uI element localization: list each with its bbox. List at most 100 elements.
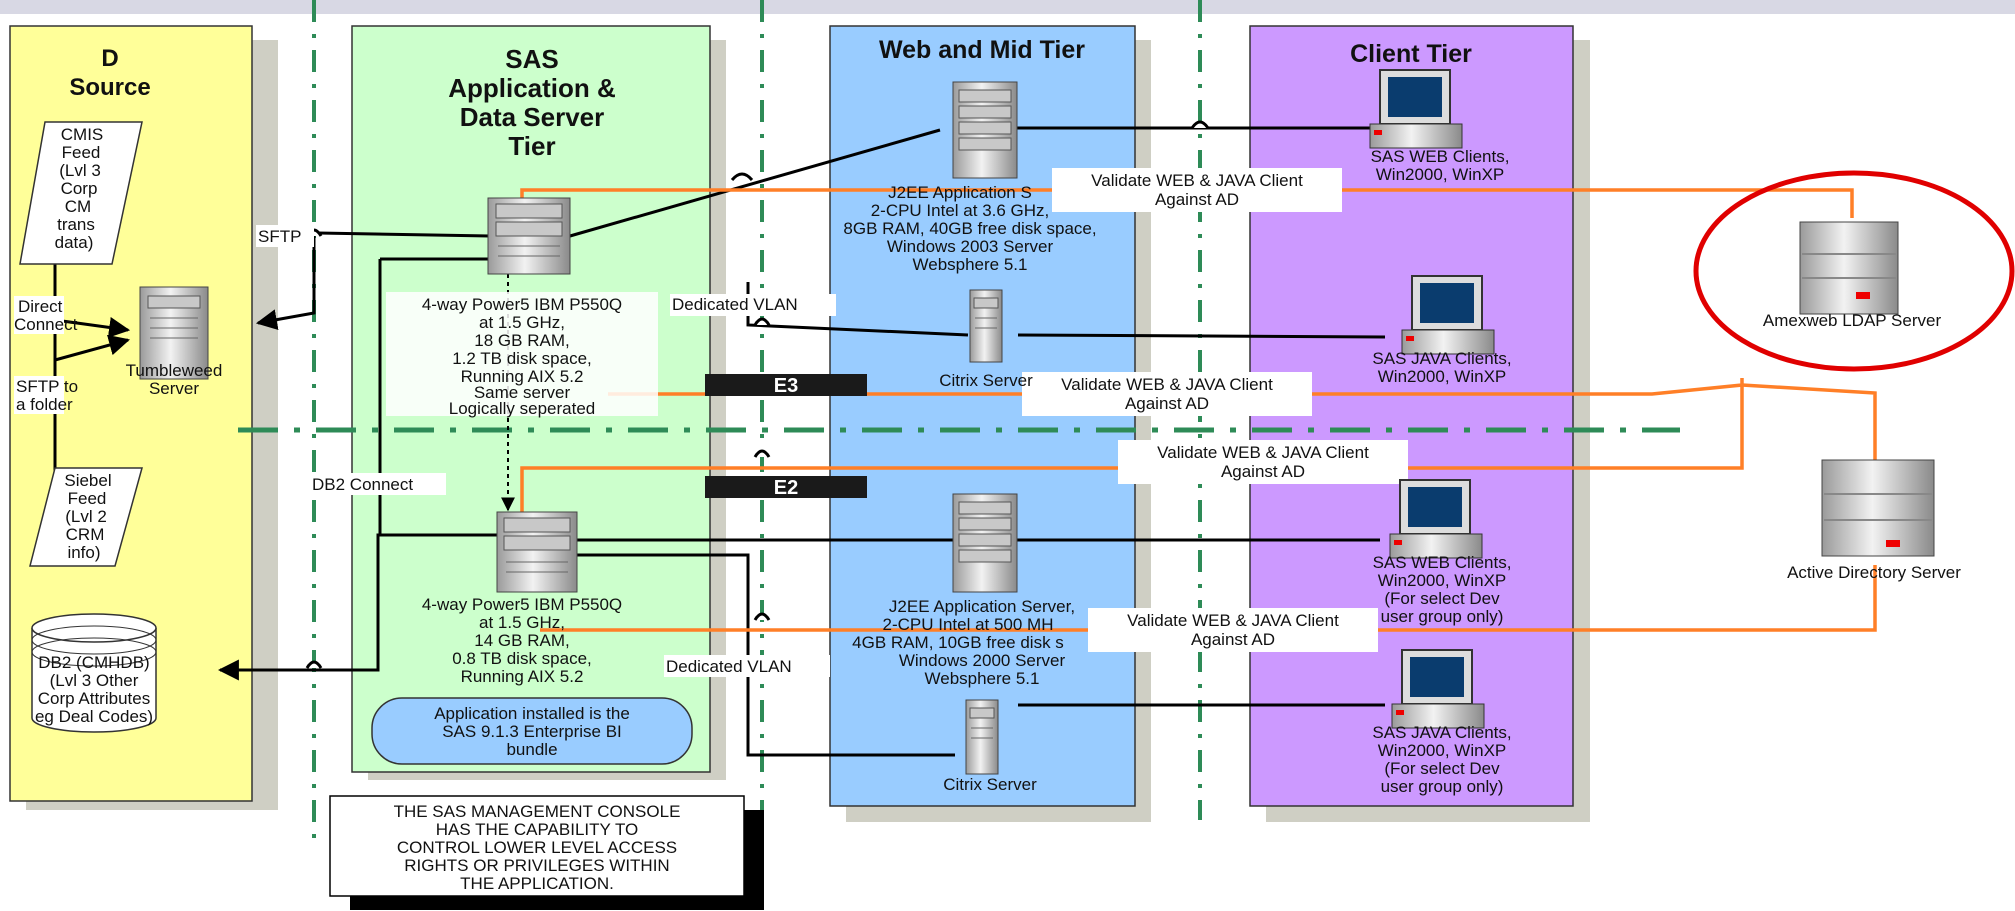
svg-text:14 GB RAM,: 14 GB RAM, (474, 631, 569, 650)
dedicated-vlan-e3: Dedicated VLAN (672, 295, 798, 314)
e2-java-client-icon (1391, 649, 1485, 729)
svg-text:trans: trans (57, 215, 95, 234)
environment-labels: E3 E2 (705, 374, 867, 499)
svg-text:(Lvl 2: (Lvl 2 (65, 507, 107, 526)
svg-text:a folder: a folder (16, 395, 73, 414)
svg-text:0.8 TB disk space,: 0.8 TB disk space, (452, 649, 592, 668)
svg-text:Against AD: Against AD (1155, 190, 1239, 209)
e2-citrix-server-icon (965, 699, 999, 775)
svg-text:Against AD: Against AD (1191, 630, 1275, 649)
svg-text:(Lvl 3 Other: (Lvl 3 Other (50, 671, 139, 690)
data-source-title-1: D (101, 45, 118, 72)
svg-text:J2EE Application Server,: J2EE Application Server, (889, 597, 1075, 616)
svg-text:4-way Power5 IBM P550Q: 4-way Power5 IBM P550Q (422, 595, 622, 614)
svg-text:Win2000, WinXP: Win2000, WinXP (1376, 165, 1505, 184)
e3-j2ee-server-icon (952, 81, 1018, 179)
svg-text:2-CPU Intel at 3.6 GHz,: 2-CPU Intel at 3.6 GHz, (871, 201, 1050, 220)
svg-text:4GB RAM, 10GB free disk s: 4GB RAM, 10GB free disk s (852, 633, 1064, 652)
e3-citrix-server-icon (969, 289, 1003, 363)
active-directory-label: Active Directory Server (1787, 563, 1961, 582)
svg-text:Siebel: Siebel (64, 471, 111, 490)
svg-text:Running AIX 5.2: Running AIX 5.2 (461, 367, 584, 386)
svg-text:(Lvl 3: (Lvl 3 (59, 161, 101, 180)
validation-labels: Validate WEB & JAVA Client Against AD Va… (1022, 168, 1408, 652)
svg-text:Validate WEB & JAVA Client: Validate WEB & JAVA Client (1127, 611, 1339, 630)
svg-text:Win2000, WinXP: Win2000, WinXP (1378, 741, 1507, 760)
svg-text:8GB RAM, 40GB free disk space,: 8GB RAM, 40GB free disk space, (843, 219, 1096, 238)
svg-text:at 1.5 GHz,: at 1.5 GHz, (479, 313, 565, 332)
svg-text:RIGHTS OR PRIVILEGES WITHIN: RIGHTS OR PRIVILEGES WITHIN (404, 856, 669, 875)
ldap-server-label: Amexweb LDAP Server (1763, 311, 1942, 330)
svg-text:data): data) (55, 233, 94, 252)
web-mid-title: Web and Mid Tier (879, 36, 1085, 64)
sas-e2-server-icon (496, 511, 578, 593)
management-console-note: THE SAS MANAGEMENT CONSOLE HAS THE CAPAB… (329, 795, 764, 910)
svg-text:info): info) (67, 543, 100, 562)
client-title: Client Tier (1350, 40, 1472, 68)
svg-text:SAS 9.1.3 Enterprise BI: SAS 9.1.3 Enterprise BI (442, 722, 622, 741)
svg-text:Running AIX 5.2: Running AIX 5.2 (461, 667, 584, 686)
svg-text:Websphere 5.1: Websphere 5.1 (913, 255, 1028, 274)
svg-text:Connect: Connect (14, 315, 78, 334)
svg-text:THE APPLICATION.: THE APPLICATION. (460, 874, 614, 893)
svg-text:SAS WEB Clients,: SAS WEB Clients, (1373, 553, 1512, 572)
e3-web-client-icon (1369, 69, 1463, 149)
svg-text:Windows 2003 Server: Windows 2003 Server (887, 237, 1054, 256)
sas-e3-server-specs: 4-way Power5 IBM P550Q at 1.5 GHz, 18 GB… (422, 295, 622, 418)
svg-text:Against AD: Against AD (1125, 394, 1209, 413)
svg-text:Direct: Direct (18, 297, 63, 316)
svg-text:CM: CM (65, 197, 91, 216)
tumbleweed-server-icon (139, 286, 209, 380)
svg-text:E2: E2 (774, 477, 798, 499)
svg-text:Application installed is the: Application installed is the (434, 704, 630, 723)
svg-text:CRM: CRM (66, 525, 105, 544)
e2-j2ee-specs: J2EE Application Server, 2-CPU Intel at … (852, 597, 1075, 688)
tumbleweed-label-2: Server (149, 379, 199, 398)
svg-text:Source: Source (69, 74, 150, 101)
svg-text:18 GB RAM,: 18 GB RAM, (474, 331, 569, 350)
svg-text:Win2000, WinXP: Win2000, WinXP (1378, 367, 1507, 386)
sas-e2-server-specs: 4-way Power5 IBM P550Q at 1.5 GHz, 14 GB… (422, 595, 622, 686)
e2-web-client-icon (1389, 479, 1483, 559)
svg-text:user group only): user group only) (1381, 777, 1504, 796)
svg-text:user group only): user group only) (1381, 607, 1504, 626)
e2-j2ee-server-icon (952, 493, 1018, 593)
direct-connect-label: Direct Connect (14, 296, 78, 334)
sas-title-1: SAS (505, 44, 558, 74)
svg-text:(For select Dev: (For select Dev (1384, 759, 1500, 778)
svg-text:CONTROL LOWER LEVEL ACCESS: CONTROL LOWER LEVEL ACCESS (397, 838, 677, 857)
ldap-server-icon (1799, 221, 1899, 315)
sas-title-4: Tier (508, 131, 555, 161)
highlight-circle (1693, 170, 2015, 372)
e3-label (705, 374, 867, 396)
svg-text:Corp Attributes: Corp Attributes (38, 689, 150, 708)
cmis-feed: CMIS Feed (Lvl 3 Corp CM trans data) (19, 121, 143, 265)
sas-e3-server-icon (487, 197, 571, 275)
svg-text:eg Deal Codes): eg Deal Codes) (35, 707, 153, 726)
svg-text:Win2000, WinXP: Win2000, WinXP (1378, 571, 1507, 590)
svg-text:SFTP to: SFTP to (16, 377, 78, 396)
svg-text:E3: E3 (774, 375, 798, 397)
svg-text:Against AD: Against AD (1221, 462, 1305, 481)
e2-label (705, 476, 867, 498)
svg-text:Validate WEB & JAVA Client: Validate WEB & JAVA Client (1061, 375, 1273, 394)
svg-text:J2EE Application S: J2EE Application S (888, 183, 1032, 202)
svg-text:CMIS: CMIS (61, 125, 104, 144)
svg-text:SAS JAVA Clients,: SAS JAVA Clients, (1372, 723, 1511, 742)
svg-text:Corp: Corp (61, 179, 98, 198)
sftp-folder-label: SFTP to a folder (14, 376, 78, 414)
top-strip (0, 0, 2015, 14)
svg-text:DB2 (CMHDB): DB2 (CMHDB) (38, 653, 149, 672)
siebel-feed: Siebel Feed (Lvl 2 CRM info) (29, 467, 143, 567)
svg-text:Websphere 5.1: Websphere 5.1 (925, 669, 1040, 688)
sftp-label: SFTP (258, 227, 301, 246)
svg-text:THE SAS MANAGEMENT CONSOLE: THE SAS MANAGEMENT CONSOLE (394, 802, 681, 821)
db2-database-icon: DB2 (CMHDB) (Lvl 3 Other Corp Attributes… (31, 613, 157, 733)
svg-text:Same server: Same server (474, 383, 571, 402)
e3-j2ee-specs: J2EE Application S 2-CPU Intel at 3.6 GH… (843, 183, 1096, 274)
e2-citrix-label: Citrix Server (943, 775, 1037, 794)
svg-text:at 1.5 GHz,: at 1.5 GHz, (479, 613, 565, 632)
svg-text:HAS THE CAPABILITY TO: HAS THE CAPABILITY TO (436, 820, 639, 839)
svg-text:bundle: bundle (506, 740, 557, 759)
db2-connect-label: DB2 Connect (312, 475, 413, 494)
